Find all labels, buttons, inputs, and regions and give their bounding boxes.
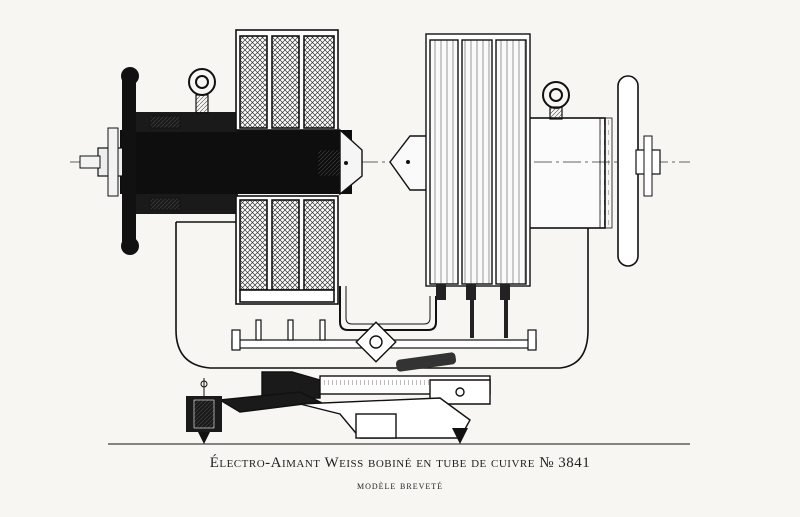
tube-connectors: [436, 284, 510, 338]
left-lifting-eye: [188, 68, 216, 114]
right-pole-body: [599, 117, 613, 229]
right-lifting-eye: [542, 81, 570, 120]
caption-subtitle: modèle breveté: [356, 480, 444, 492]
left-foot-screw: [186, 378, 222, 444]
right-handwheel: [617, 75, 661, 267]
right-foot-point: [452, 428, 468, 444]
left-coils-lower: [235, 195, 339, 305]
left-pole-core: [120, 112, 363, 214]
adjusting-lever: [395, 352, 457, 372]
right-tube-coils: [425, 33, 531, 287]
coolant-pipe: [339, 286, 437, 331]
caption-title: Électro-Aimant Weiss bobiné en tube de c…: [209, 455, 591, 471]
left-handwheel: [121, 67, 139, 255]
base-mechanism: [217, 371, 491, 439]
central-valve: [355, 321, 397, 363]
right-pole-tip: [389, 135, 429, 191]
left-coils-upper: [235, 29, 339, 131]
